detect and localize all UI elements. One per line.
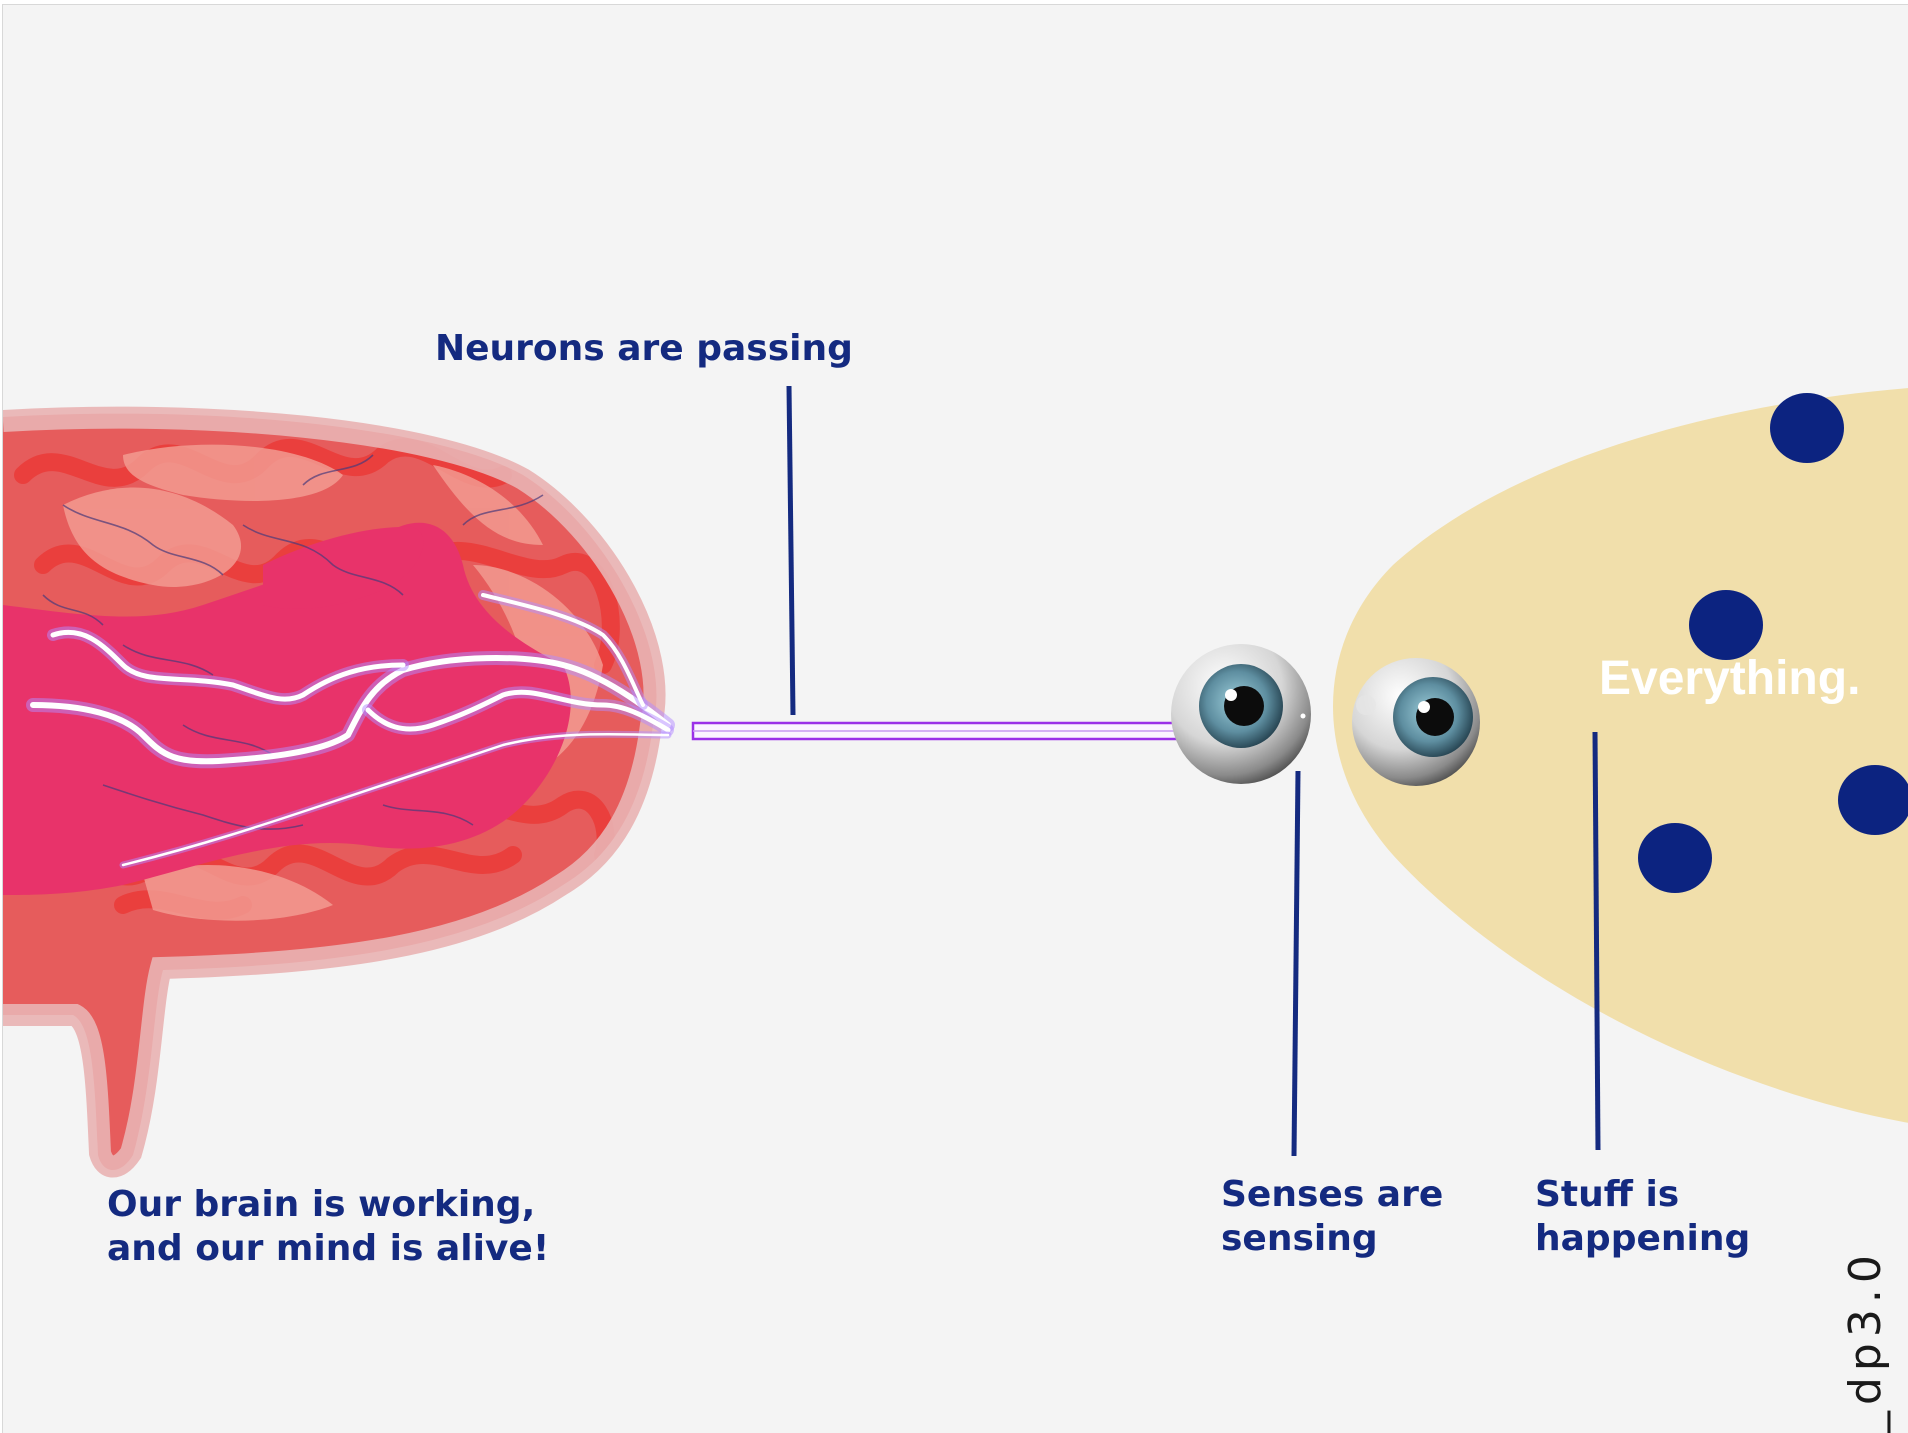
eyeball-icon (1171, 644, 1311, 784)
neuron-signal-line (691, 721, 1181, 741)
world-blob (1333, 388, 1908, 1123)
senses-label: Senses are sensing (1221, 1174, 1444, 1259)
leader-lines (786, 385, 1601, 1157)
diagram-artwork (3, 385, 1908, 1178)
neurons-leader-line (786, 385, 796, 716)
diagram-canvas: Neurons are passing Our brain is working… (2, 4, 1908, 1433)
senses-leader-line (1291, 770, 1301, 1157)
eyeball-icon (1352, 658, 1480, 786)
brain-illustration (3, 406, 675, 1178)
brain-label: Our brain is working, and our mind is al… (107, 1184, 550, 1269)
stuff-leader-line (1592, 731, 1601, 1151)
world-dots (1638, 393, 1908, 893)
stuff-label: Stuff is happening (1535, 1174, 1751, 1259)
version-label: _dp3.0 (1840, 1249, 1891, 1433)
everything-label: Everything. (1599, 652, 1861, 705)
neurons-label: Neurons are passing (435, 328, 853, 369)
